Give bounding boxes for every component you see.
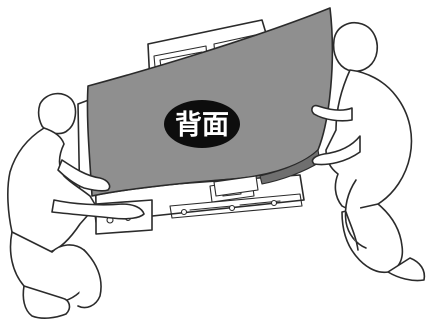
- badge-label: 背面: [175, 110, 229, 141]
- person-right-torso: [326, 70, 411, 210]
- rear-side-badge: 背面: [164, 100, 240, 148]
- person-right-head: [334, 23, 378, 71]
